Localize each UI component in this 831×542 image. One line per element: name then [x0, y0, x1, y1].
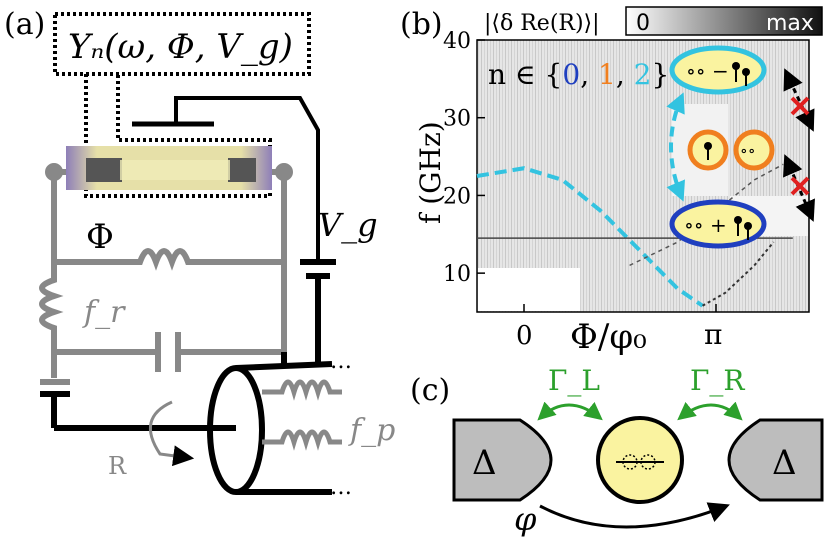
pump-ellipsis-top: …: [330, 349, 352, 374]
left-lead-gap: Δ: [472, 443, 497, 483]
gamma-left-label: Γ_L: [548, 364, 600, 397]
state-oval-bottom: ∘∘ +: [669, 199, 767, 249]
chart-series-line-1: [702, 241, 775, 307]
pump-ellipsis-bottom: …: [330, 475, 352, 500]
n-label: n ∈ {: [488, 58, 562, 91]
n-value-1: 1: [598, 58, 616, 91]
phase-label: φ: [514, 500, 537, 538]
n-value-2: 2: [634, 58, 652, 91]
parity-legend: n ∈ {0, 1, 2}: [488, 58, 669, 91]
state-oval-top: ∘∘ −: [669, 45, 767, 95]
admittance-box: [53, 12, 311, 76]
gamma-right-arrow: [677, 401, 743, 421]
phase-arrow: [539, 502, 730, 529]
y-axis-label: f (GHz): [414, 121, 447, 224]
pump-lines: [262, 379, 342, 451]
state-top-text: ∘∘ −: [686, 59, 729, 83]
colorbar-max: max: [766, 11, 814, 36]
admittance-leads: [84, 74, 272, 198]
plot-blank-region: [478, 268, 580, 311]
sample-micrograph: [66, 146, 272, 190]
y-ticks: 10 20 30 40: [443, 29, 485, 287]
ytick-label-30: 30: [443, 107, 471, 132]
reflection-label: R: [108, 452, 127, 480]
ytick-label-20: 20: [443, 184, 471, 209]
ytick-label-40: 40: [443, 29, 471, 54]
xtick-0: 0: [516, 321, 533, 351]
resonator-circuit: [39, 163, 293, 385]
xtick-pi: π: [704, 318, 722, 351]
panel-b-label: (b): [400, 7, 443, 42]
colorbar-min: 0: [636, 11, 650, 36]
panel-c: (c) Δ Δ Γ_L Γ_R φ: [410, 364, 824, 538]
left-superconducting-lead: [452, 418, 553, 502]
colorbar: [625, 6, 823, 36]
x-ticks: 0 π: [516, 304, 722, 351]
gamma-left-arrow: [537, 401, 603, 421]
right-superconducting-lead: [727, 418, 824, 502]
svg-text:n ∈ {0, 1, 2}: n ∈ {0, 1, 2}: [488, 58, 669, 91]
forbidden-cross-icon: [790, 96, 810, 196]
forbidden-transitions: [783, 68, 815, 222]
ytick-label-10: 10: [443, 262, 471, 287]
transition-arrow: [666, 92, 685, 202]
panel-c-label: (c): [410, 373, 450, 408]
svg-text:∘∘: ∘∘: [740, 141, 756, 160]
pump-frequency-label: f_p: [348, 413, 395, 448]
gate-voltage-label: V_g: [318, 206, 378, 244]
chart-series-line-0: [476, 166, 704, 308]
resonator-frequency-label: f_r: [82, 295, 126, 330]
reflection-arrow: [149, 400, 195, 467]
gate-wire: [174, 96, 320, 262]
flux-label: Φ: [86, 217, 114, 257]
state-bottom-text: ∘∘ +: [684, 213, 727, 237]
n-close: }: [651, 58, 669, 91]
panel-a-label: (a): [4, 7, 45, 42]
admittance-label: Yₙ(ω, Φ, V_g): [68, 27, 293, 67]
colorbar-label: |⟨δ Re(R)⟩|: [484, 11, 600, 36]
state-oval-middle: ∘∘: [687, 129, 775, 171]
panel-a: (a) Yₙ(ω, Φ, V_g): [4, 7, 395, 500]
x-axis-label: Φ/φ₀: [570, 317, 647, 357]
gamma-right-label: Γ_R: [690, 364, 745, 397]
quantum-dot: [596, 416, 684, 504]
n-value-0: 0: [562, 58, 580, 91]
measurement-wiring: [40, 259, 336, 495]
right-lead-gap: Δ: [772, 443, 797, 483]
